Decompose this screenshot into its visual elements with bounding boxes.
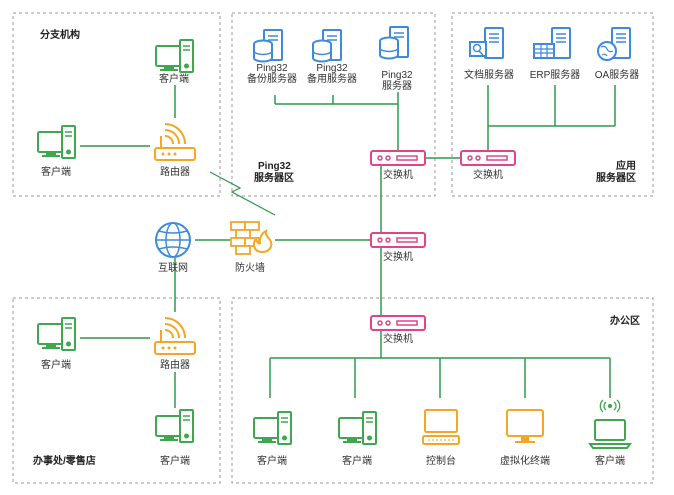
branch-client-top-icon — [155, 39, 194, 73]
store-client-bottom-icon — [155, 409, 194, 443]
store-region-box — [12, 297, 221, 484]
ping32-backup-server-icon — [253, 29, 283, 63]
app-zone-label-line1: 应用 — [616, 161, 636, 172]
store-region-label: 办事处/零售店 — [33, 456, 96, 467]
ping32-standby-server-icon — [312, 29, 342, 63]
office-switch-label: 交换机 — [383, 334, 413, 345]
oa-server-icon — [597, 27, 631, 61]
connection-lines — [80, 85, 616, 408]
wifi-signal-icon — [599, 399, 621, 413]
branch-router-label: 路由器 — [160, 167, 190, 178]
erp-server-label: ERP服务器 — [529, 70, 581, 81]
laptop-icon — [588, 419, 632, 449]
app-switch-label: 交换机 — [473, 170, 503, 181]
console-icon — [422, 409, 460, 445]
console-label: 控制台 — [426, 456, 456, 467]
oa-server-label: OA服务器 — [594, 70, 640, 81]
vdi-terminal-label: 虚拟化终端 — [500, 456, 550, 467]
ping32-zone-label-line2: 服务器区 — [254, 173, 294, 184]
branch-client-top-label: 客户端 — [159, 74, 189, 85]
store-router-label: 路由器 — [160, 360, 190, 371]
branch-client-left-icon — [37, 125, 76, 159]
office-client1-icon — [253, 411, 292, 445]
office-switch-icon — [370, 315, 426, 331]
erp-server-icon — [533, 27, 571, 59]
ping32-main-label-line2: 服务器 — [382, 81, 412, 92]
office-client2-label: 客户端 — [342, 456, 372, 467]
app-switch-icon — [460, 150, 516, 166]
doc-server-label: 文档服务器 — [464, 70, 514, 81]
core-switch-label: 交换机 — [383, 252, 413, 263]
store-client-bottom-label: 客户端 — [160, 456, 190, 467]
vdi-terminal-icon — [506, 409, 544, 444]
office-client1-label: 客户端 — [257, 456, 287, 467]
ping32-zone-label-line1: Ping32 — [258, 161, 291, 172]
ping32-standby-label-line1: Ping32 — [316, 63, 348, 74]
store-router-icon — [154, 317, 196, 355]
ping32-switch-label: 交换机 — [383, 170, 413, 181]
ping32-backup-label-line2: 备份服务器 — [247, 74, 297, 85]
laptop-client-label: 客户端 — [595, 456, 625, 467]
office-client2-icon — [338, 411, 377, 445]
internet-globe-icon — [155, 222, 191, 258]
internet-label: 互联网 — [158, 263, 188, 274]
branch-region-box — [12, 12, 221, 197]
branch-client-left-label: 客户端 — [41, 167, 71, 178]
ping32-server-region-box — [231, 12, 436, 197]
ping32-main-label-line1: Ping32 — [381, 70, 413, 81]
app-zone-label-line2: 服务器区 — [596, 173, 636, 184]
ping32-main-server-icon — [379, 26, 409, 60]
core-switch-icon — [370, 232, 426, 248]
ping32-standby-label-line2: 备用服务器 — [307, 74, 357, 85]
doc-server-icon — [469, 27, 504, 59]
branch-region-label: 分支机构 — [40, 30, 80, 41]
store-client-left-icon — [37, 317, 76, 351]
store-client-left-label: 客户端 — [41, 360, 71, 371]
office-region-box — [231, 297, 654, 484]
firewall-label: 防火墙 — [235, 263, 265, 274]
branch-router-icon — [154, 123, 196, 161]
office-region-label: 办公区 — [610, 316, 640, 327]
ping32-backup-label-line1: Ping32 — [256, 63, 288, 74]
firewall-icon — [230, 221, 273, 255]
ping32-switch-icon — [370, 150, 426, 166]
